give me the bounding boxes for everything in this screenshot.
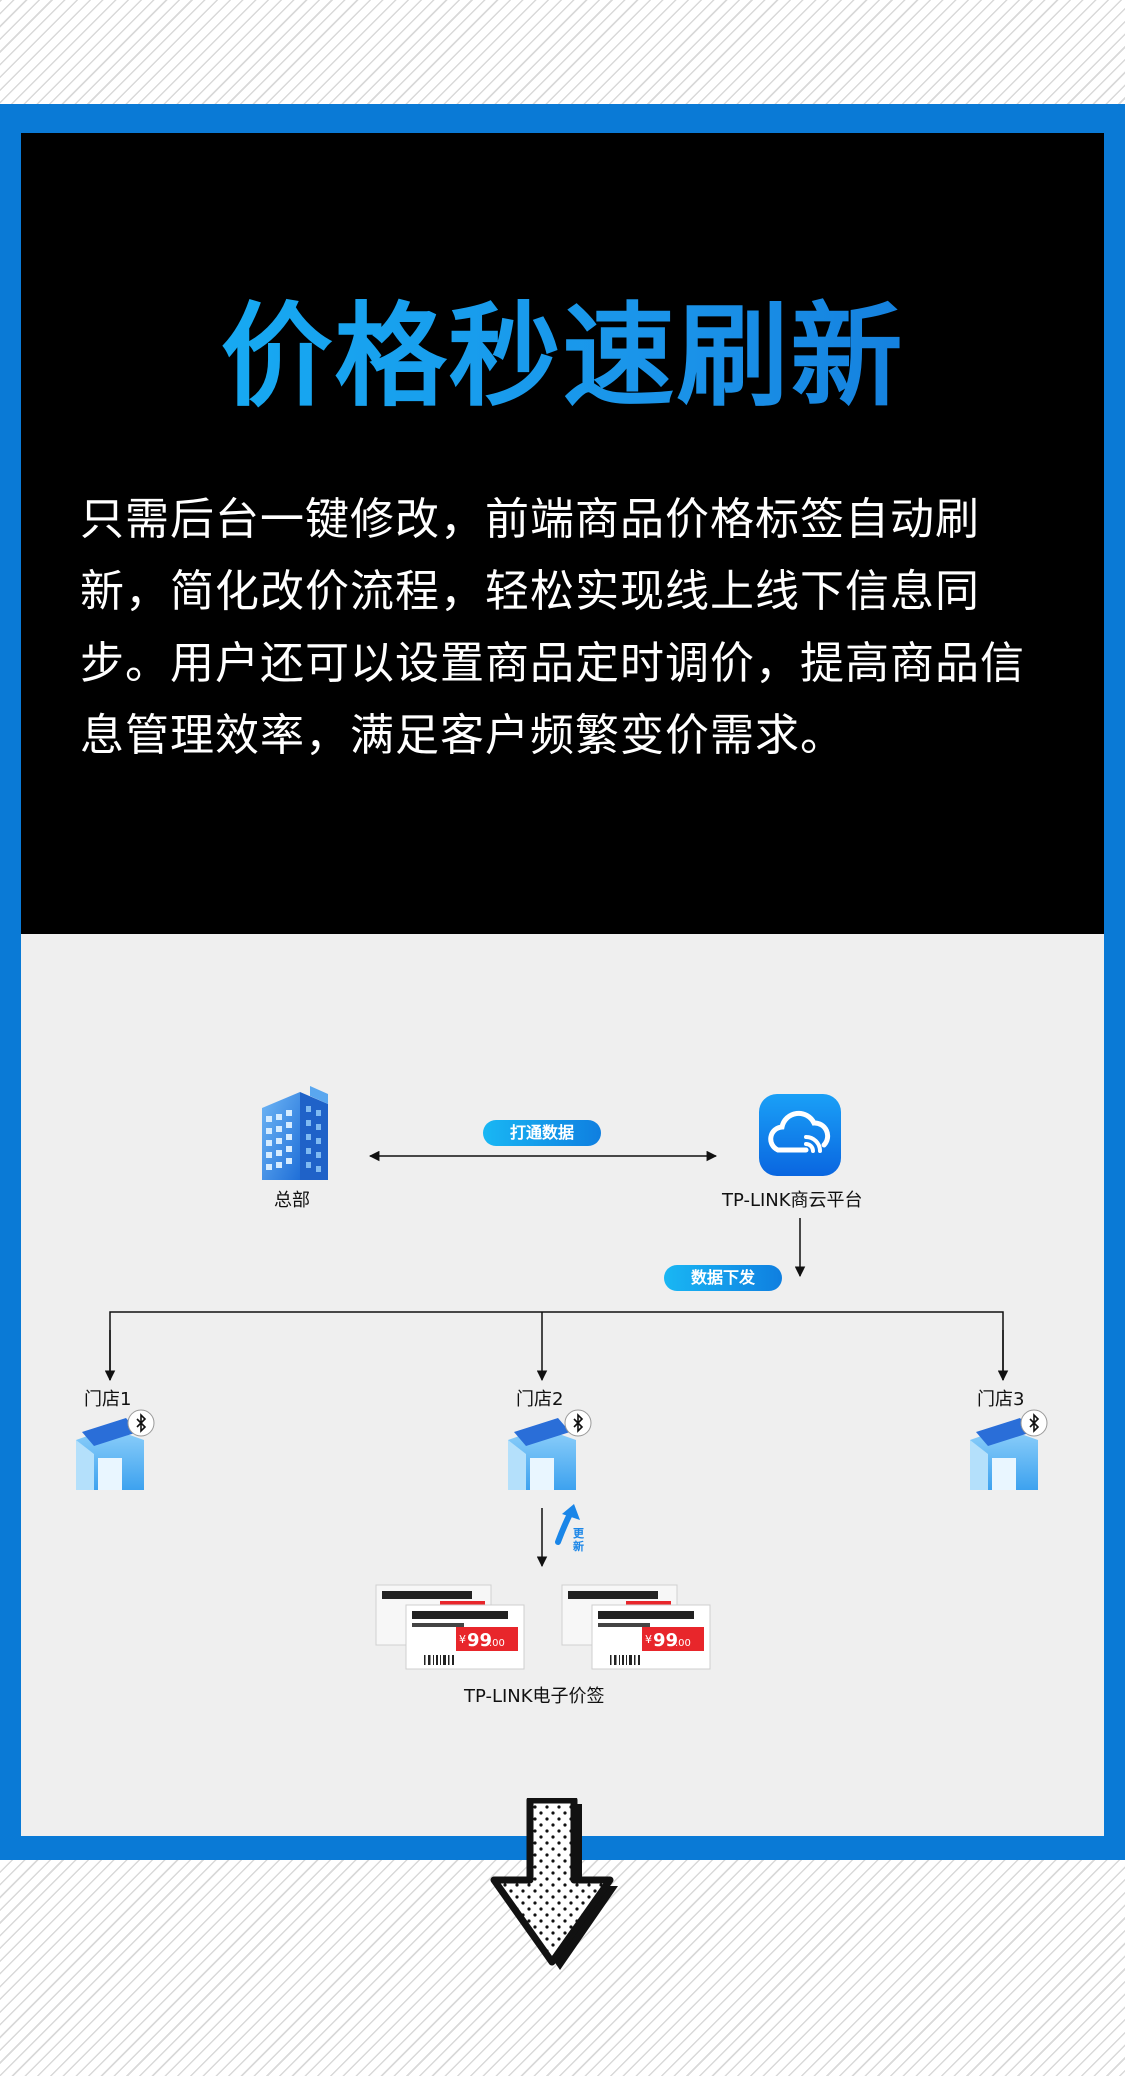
tag-price: 99 (467, 1630, 492, 1651)
building-icon (262, 1086, 328, 1180)
store3-label: 门店3 (977, 1389, 1025, 1410)
tag-price-symbol: ¥ (645, 1633, 652, 1646)
dispatch-data-pill: 数据下发 (664, 1265, 782, 1291)
header-panel (21, 133, 1104, 934)
cloud-wifi-icon (759, 1094, 841, 1176)
link-data-pill: 打通数据 (483, 1120, 601, 1146)
page-title: 价格秒速刷新 (0, 287, 1125, 427)
tag-price-decimal: .00 (675, 1638, 691, 1649)
distribution-bar (109, 1311, 1004, 1380)
diagram-panel (21, 934, 1104, 1836)
price-tag-group (375, 1584, 525, 1670)
update-label-bottom: 新 (573, 1539, 584, 1553)
bluetooth-icon (564, 1409, 592, 1437)
bluetooth-icon (127, 1409, 155, 1437)
curved-up-arrow-icon (555, 1504, 580, 1545)
hq-label: 总部 (274, 1190, 310, 1211)
price-tags-label: TP-LINK电子价签 (464, 1686, 605, 1707)
dotted-down-arrow-icon (490, 1798, 618, 1970)
store2-label: 门店2 (516, 1389, 564, 1410)
price-tag-group (561, 1584, 711, 1670)
store-icon (76, 1418, 144, 1490)
tag-price-decimal: .00 (489, 1638, 505, 1649)
store1-label: 门店1 (84, 1389, 132, 1410)
tag-price-symbol: ¥ (459, 1633, 466, 1646)
cloud-label: TP-LINK商云平台 (722, 1190, 863, 1211)
tag-price: 99 (653, 1630, 678, 1651)
update-label-top: 更 (573, 1527, 585, 1540)
store-icon (970, 1418, 1038, 1490)
intro-text: 只需后台一键修改，前端商品价格标签自动刷新，简化改价流程，轻松实现线上线下信息同… (80, 494, 1025, 761)
bluetooth-icon (1020, 1409, 1048, 1437)
store-icon (508, 1418, 576, 1490)
